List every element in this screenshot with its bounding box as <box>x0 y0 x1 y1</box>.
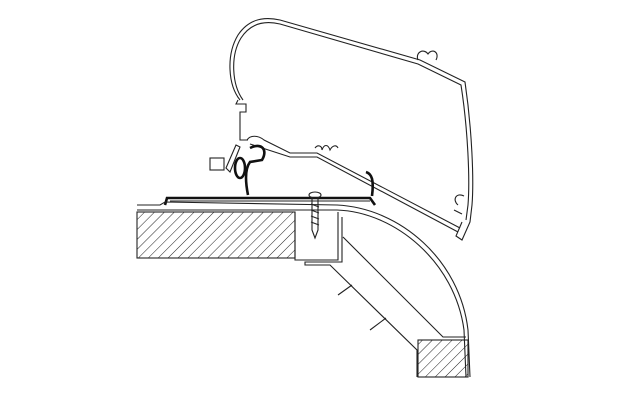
adapter-profile <box>209 135 461 233</box>
screw-icon <box>308 191 322 240</box>
roof-section <box>136 201 471 378</box>
bolt-icon <box>233 156 247 180</box>
awning-case <box>229 17 474 241</box>
bolt-head <box>209 157 225 171</box>
